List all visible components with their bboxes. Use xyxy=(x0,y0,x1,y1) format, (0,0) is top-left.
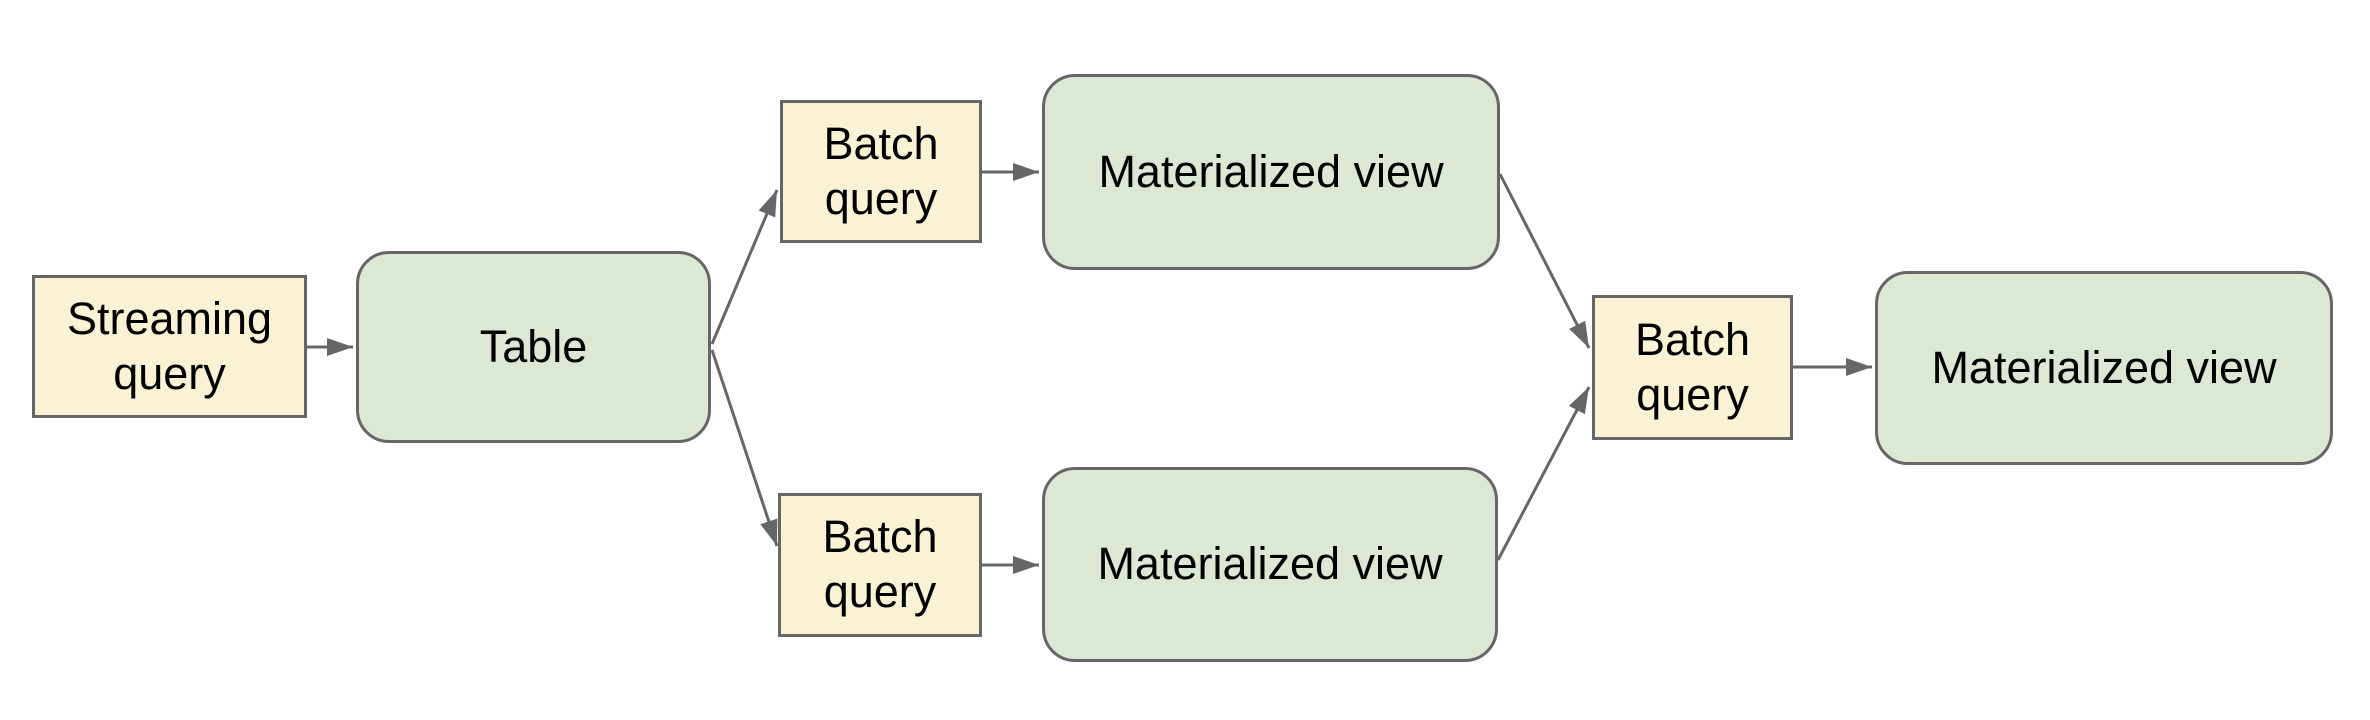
edge-table-to-batch-query-top xyxy=(710,189,779,345)
node-batch-query-right: Batch query xyxy=(1592,295,1793,440)
node-materialized-view-bottom-label: Materialized view xyxy=(1097,538,1443,590)
node-batch-query-bottom-label: Batch query xyxy=(822,511,938,617)
node-streaming-query: Streaming query xyxy=(32,275,307,418)
edge-table-to-batch-query-bottom xyxy=(710,349,779,547)
node-materialized-view-final-label: Materialized view xyxy=(1931,341,2277,393)
node-streaming-query-label: Streaming query xyxy=(66,292,273,399)
edge-materialized-view-bottom-to-batch-query-right xyxy=(1496,386,1591,561)
node-materialized-view-top: Materialized view xyxy=(1042,74,1500,270)
node-batch-query-top: Batch query xyxy=(780,100,982,243)
node-materialized-view-final: Materialized view xyxy=(1875,271,2333,465)
node-batch-query-right-label: Batch query xyxy=(1634,313,1751,420)
node-table: Table xyxy=(356,251,711,443)
node-batch-query-top-label: Batch query xyxy=(823,117,939,224)
edge-materialized-view-top-to-batch-query-right xyxy=(1498,173,1591,349)
node-materialized-view-bottom: Materialized view xyxy=(1042,467,1498,662)
node-batch-query-bottom: Batch query xyxy=(778,493,982,637)
node-materialized-view-top-label: Materialized view xyxy=(1098,145,1444,197)
node-table-label: Table xyxy=(479,320,588,372)
